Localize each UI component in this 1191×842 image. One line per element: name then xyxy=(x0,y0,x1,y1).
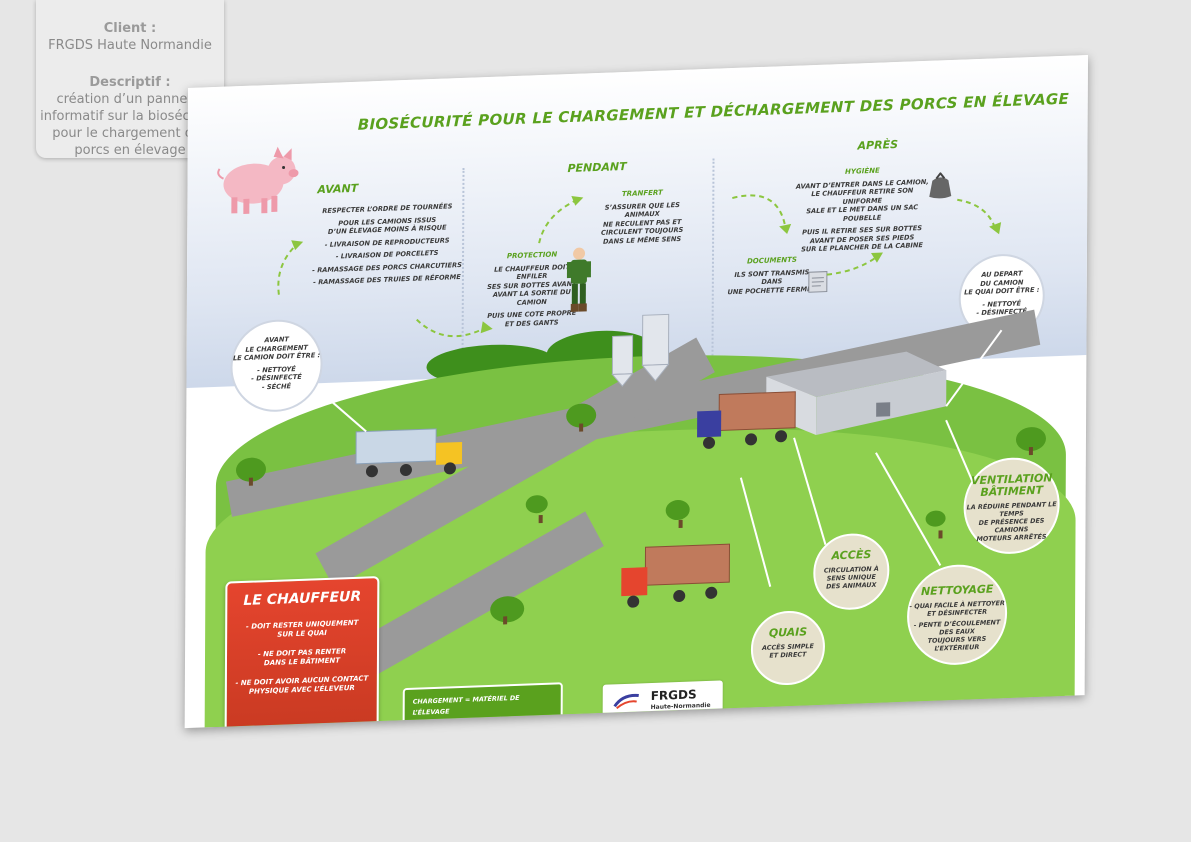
truck-icon xyxy=(697,391,796,449)
frgds-logo-icon xyxy=(613,693,639,710)
chauffeur-panel: LE CHAUFFEUR - DOIT RESTER UNIQUEMENT SU… xyxy=(224,575,380,729)
dashed-arrow xyxy=(538,198,578,244)
arrow-head xyxy=(870,252,883,263)
description-line: informatif sur la biosécurité xyxy=(40,109,220,124)
trash-bag-icon xyxy=(929,171,952,199)
flow-arrows xyxy=(277,194,1002,338)
description-line: porcs en élevage xyxy=(74,143,186,158)
pointer-line xyxy=(945,329,1003,407)
quais-heading: QUAIS xyxy=(768,625,808,640)
pointer-line xyxy=(793,437,827,545)
arrow-head xyxy=(779,223,792,235)
dashed-arrow xyxy=(957,198,997,229)
silo-icon xyxy=(611,313,670,387)
arrow-head xyxy=(989,222,1002,235)
dashed-arrow xyxy=(277,243,298,295)
description-line: création d’un panneau xyxy=(56,92,204,107)
pointer-line xyxy=(875,452,942,566)
arrow-head xyxy=(291,240,304,251)
biosecurity-poster: BIOSÉCURITÉ POUR LE CHARGEMENT ET DÉCHAR… xyxy=(184,54,1088,729)
pig-icon xyxy=(217,146,299,214)
pointer-line xyxy=(739,477,772,587)
truck-icon xyxy=(621,543,731,608)
acces-heading: ACCÈS xyxy=(831,547,872,563)
pointer-line xyxy=(945,419,977,490)
nettoyage-heading: NETTOYAGE xyxy=(920,582,994,599)
chauffeur-title: LE CHAUFFEUR xyxy=(243,588,362,609)
pointer-lines xyxy=(315,329,1003,587)
client-label: Client : xyxy=(103,21,157,36)
farmer-icon xyxy=(566,247,592,312)
dashed-arrow xyxy=(826,255,878,276)
project-caption: Client : FRGDS Haute Normandie Descripti… xyxy=(36,0,224,158)
frgds-logo: FRGDS Haute-Normandie xyxy=(602,680,723,719)
arrow-head xyxy=(480,321,493,334)
dashed-arrow xyxy=(732,194,787,227)
pointer-line xyxy=(315,387,367,433)
acces-line: DES ANIMAUX xyxy=(826,580,877,591)
logo-name: FRGDS xyxy=(650,687,697,704)
client-value: FRGDS Haute Normandie xyxy=(48,38,212,53)
description-line: pour le chargement des xyxy=(52,126,208,141)
truck-icon xyxy=(355,428,463,478)
logo-subtitle: Haute-Normandie xyxy=(650,701,711,712)
document-icon xyxy=(808,271,828,293)
loading-legend: CHARGEMENT = MATÉRIEL DE L’ÉLEVAGE DÉCHA… xyxy=(402,682,563,728)
arrow-head xyxy=(571,195,584,206)
description-label: Descriptif : xyxy=(89,75,171,90)
dashed-arrow xyxy=(416,318,488,338)
